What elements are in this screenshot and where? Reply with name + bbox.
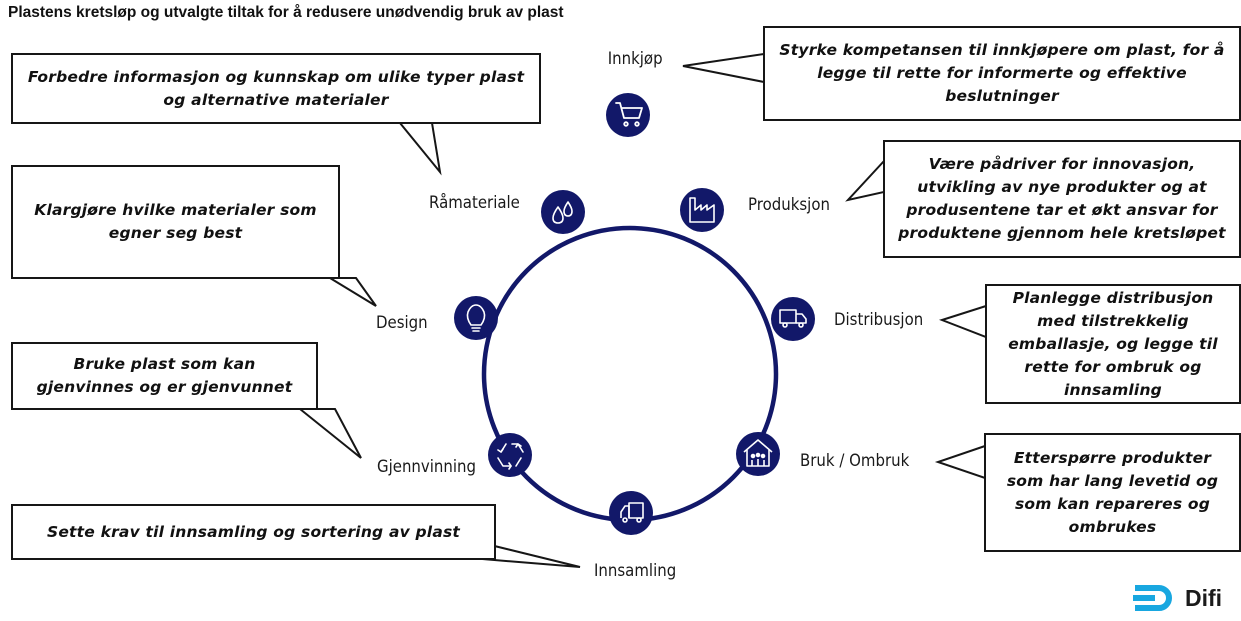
difi-logo-text: Difi (1185, 584, 1223, 611)
collection-truck-icon (620, 502, 644, 523)
bubble-tail-design (326, 277, 377, 307)
cycle-ring (481, 225, 779, 523)
delivery-truck-icon (779, 309, 807, 328)
stage-icon-bruk (736, 432, 780, 476)
bubble-tail-innkjop (682, 52, 765, 84)
stage-icon-produksjon (680, 188, 724, 232)
bubble-tail-bruk (934, 444, 986, 480)
stage-icon-gjenvinning (488, 433, 532, 477)
stage-label-produksjon: Produksjon (748, 195, 830, 215)
recycle-icon (497, 443, 524, 470)
shopping-cart-icon (615, 102, 643, 127)
stage-label-gjenvinning: Gjennvinning (377, 457, 477, 477)
factory-icon (689, 197, 715, 223)
droplets-icon (552, 201, 573, 224)
stage-label-innkjop: Innkjøp (607, 49, 663, 69)
callout-innsamling: Sette krav til innsamling og sortering a… (11, 504, 496, 560)
difi-logo: Difi (1133, 583, 1222, 613)
bubble-tail-produksjon (845, 158, 885, 202)
stage-label-innsamling: Innsamling (594, 561, 677, 581)
stage-icon-innsamling (609, 491, 653, 535)
callout-innkjop: Styrke kompetansen til innkjøpere om pla… (763, 26, 1241, 121)
stage-icon-distribusjon (771, 297, 815, 341)
page-title: Plastens kretsløp og utvalgte tiltak for… (8, 4, 564, 21)
stage-label-design: Design (376, 313, 428, 333)
house-people-icon (743, 439, 773, 467)
stage-icon-ramateriale (541, 190, 585, 234)
bubble-tail-ramateriale (397, 122, 442, 176)
stage-icon-design (454, 296, 498, 340)
callout-gjenvinning: Bruke plast som kan gjenvinnes og er gje… (11, 342, 318, 410)
bubble-tail-gjenvinning (297, 408, 362, 459)
difi-logo-icon (1133, 585, 1172, 611)
stage-label-distribusjon: Distribusjon (834, 310, 924, 330)
bubble-tail-distribusjon (938, 304, 987, 339)
lightbulb-icon (466, 304, 486, 332)
callout-ramateriale: Forbedre informasjon og kunnskap om ulik… (11, 53, 541, 124)
callout-distribusjon: Planlegge distribusjon med tilstrekkelig… (985, 284, 1241, 404)
callout-design: Klargjøre hvilke materialer som egner se… (11, 165, 340, 279)
stage-label-ramateriale: Råmateriale (429, 193, 520, 213)
callout-bruk: Etterspørre produkter som har lang levet… (984, 433, 1241, 552)
callout-produksjon: Være pådriver for innovasjon, utvikling … (883, 140, 1241, 258)
stage-icon-innkjop (606, 93, 650, 137)
stage-label-bruk: Bruk / Ombruk (800, 451, 910, 471)
